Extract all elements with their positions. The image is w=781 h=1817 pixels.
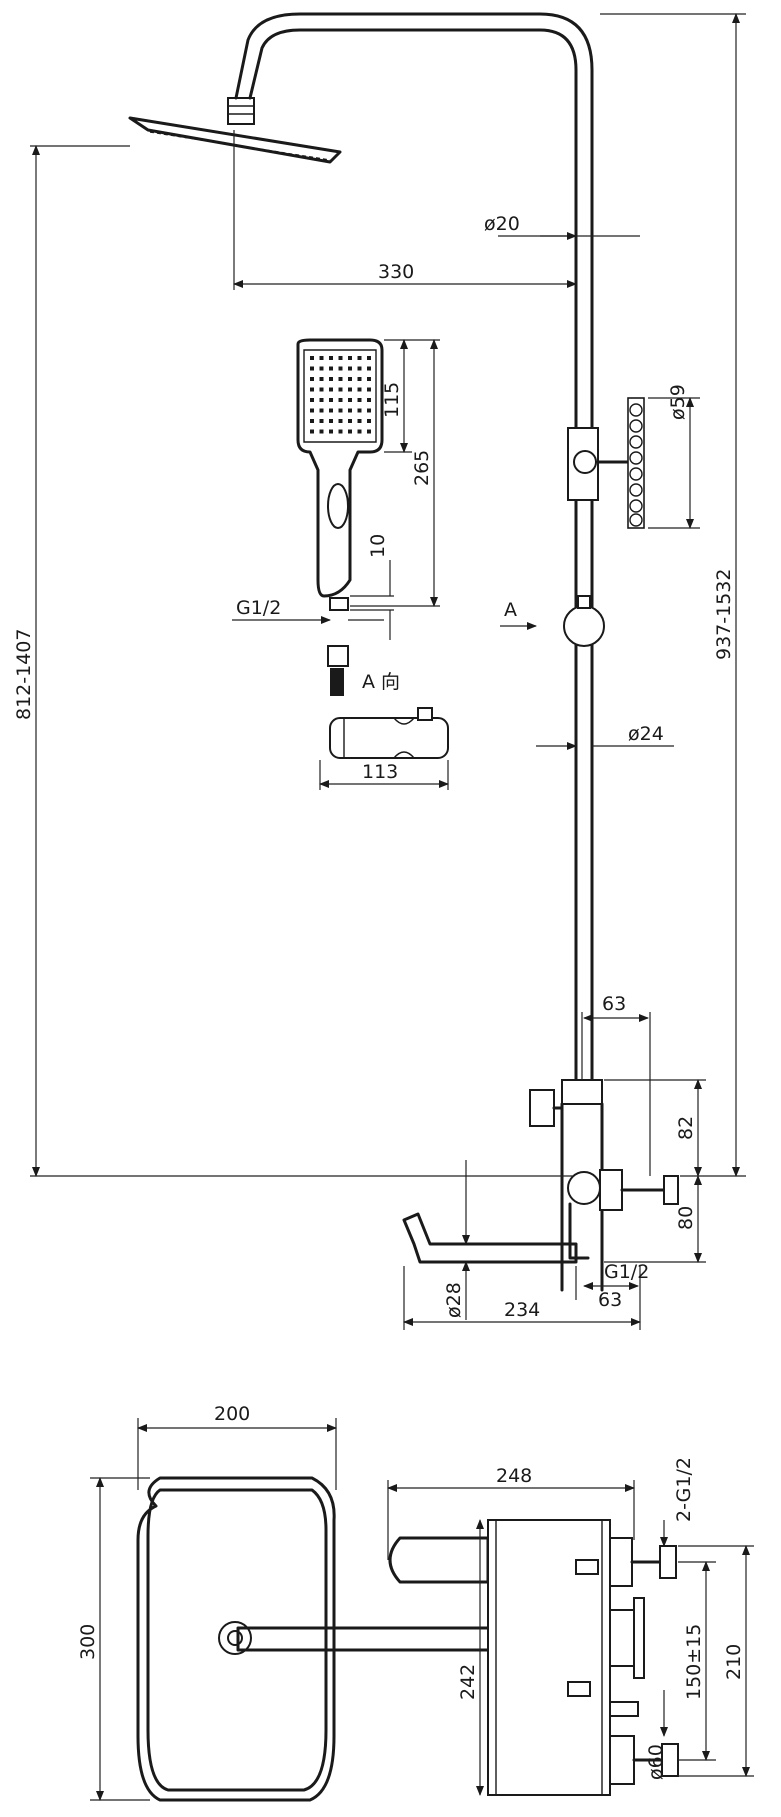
nozzle-dot <box>357 356 362 360</box>
nozzle-dot <box>329 387 333 392</box>
slider-view-a <box>329 707 449 759</box>
nozzle-dot <box>338 356 343 360</box>
nozzle-dot <box>329 398 333 402</box>
thermostatic-mixer-side <box>402 1079 679 1292</box>
nozzle-dot <box>367 356 371 360</box>
dim-80: 80 <box>675 1206 697 1230</box>
dim-d20: ø20 <box>484 213 520 235</box>
nozzle-dot <box>348 408 352 413</box>
nozzle-dot <box>338 429 343 434</box>
nozzle-pattern <box>310 356 371 434</box>
nozzle-dot <box>348 366 352 371</box>
nozzle-dot <box>367 387 371 392</box>
dim-10: 10 <box>367 534 389 558</box>
dim-63-bottom: 63 <box>598 1289 622 1311</box>
dim-g12-bottom: G1/2 <box>604 1261 649 1283</box>
nozzle-dot <box>310 429 314 434</box>
nozzle-dot <box>310 387 314 392</box>
nozzle-dot <box>367 366 371 371</box>
dim-g12-hand: G1/2 <box>236 597 281 619</box>
nozzle-dot <box>367 429 371 434</box>
rain-shower-head <box>128 97 342 164</box>
arrow-a-label: A <box>504 599 517 621</box>
dim-210: 210 <box>723 1644 745 1680</box>
mixer-top-view <box>388 1519 679 1796</box>
nozzle-dot <box>338 366 343 371</box>
dim-812-1407: 812-1407 <box>13 629 35 720</box>
nozzle-dot <box>319 408 324 413</box>
dim-d28: ø28 <box>443 1282 465 1318</box>
nozzle-dot <box>329 419 333 423</box>
nozzle-dot <box>338 387 343 392</box>
nozzle-dot <box>319 366 324 371</box>
dimension-labels: ø20 330 115 265 ø59 10 G1/2 A A 向 ø24 11… <box>13 213 745 1780</box>
nozzle-dot <box>319 429 324 434</box>
nozzle-dot <box>319 419 324 423</box>
dim-2-g12: 2-G1/2 <box>673 1457 695 1522</box>
dim-82: 82 <box>675 1116 697 1140</box>
dim-330: 330 <box>378 261 414 283</box>
nozzle-dot <box>329 408 333 413</box>
nozzle-dot <box>348 429 352 434</box>
dim-150-15: 150±15 <box>683 1624 705 1700</box>
nozzle-dot <box>319 387 324 392</box>
nozzle-dot <box>310 398 314 402</box>
nozzle-dot <box>367 408 371 413</box>
dim-265: 265 <box>411 450 433 486</box>
nozzle-dot <box>310 377 314 381</box>
dimension-lines <box>30 13 754 1801</box>
dim-d59: ø59 <box>667 384 689 420</box>
nozzle-dot <box>357 398 362 402</box>
nozzle-dot <box>329 429 333 434</box>
hose-connector <box>327 645 349 696</box>
nozzle-dot <box>357 366 362 371</box>
nozzle-dot <box>348 419 352 423</box>
nozzle-dot <box>348 387 352 392</box>
dim-248: 248 <box>496 1465 532 1487</box>
nozzle-dot <box>319 356 324 360</box>
dim-d24: ø24 <box>628 723 664 745</box>
nozzle-dot <box>310 419 314 423</box>
dim-63-top: 63 <box>602 993 626 1015</box>
view-a-label: A 向 <box>362 671 400 693</box>
nozzle-dot <box>310 408 314 413</box>
dim-242: 242 <box>457 1664 479 1700</box>
nozzle-dot <box>357 387 362 392</box>
dim-113: 113 <box>362 761 398 783</box>
nozzle-dot <box>367 398 371 402</box>
nozzle-dot <box>338 398 343 402</box>
nozzle-dot <box>338 408 343 413</box>
nozzle-dot <box>367 377 371 381</box>
nozzle-dot <box>367 419 371 423</box>
dim-937-1532: 937-1532 <box>713 569 735 660</box>
nozzle-dot <box>357 377 362 381</box>
riser-rail <box>563 298 645 1082</box>
dim-234: 234 <box>504 1299 540 1321</box>
dim-115: 115 <box>381 382 403 418</box>
nozzle-dot <box>310 366 314 371</box>
hand-shower <box>296 338 384 611</box>
dim-300: 300 <box>77 1624 99 1660</box>
nozzle-dot <box>329 366 333 371</box>
nozzle-dot <box>329 377 333 381</box>
nozzle-dot <box>348 377 352 381</box>
nozzle-dot <box>338 419 343 423</box>
nozzle-dot <box>348 356 352 360</box>
nozzle-dot <box>310 356 314 360</box>
nozzle-dot <box>319 377 324 381</box>
nozzle-dot <box>338 377 343 381</box>
nozzle-dot <box>329 356 333 360</box>
nozzle-dot <box>357 419 362 423</box>
nozzle-dot <box>357 408 362 413</box>
overhead-arm <box>234 12 594 302</box>
nozzle-dot <box>348 398 352 402</box>
nozzle-dot <box>357 429 362 434</box>
dim-200: 200 <box>214 1403 250 1425</box>
dim-d60: ø60 <box>645 1744 667 1780</box>
nozzle-dot <box>319 398 324 402</box>
